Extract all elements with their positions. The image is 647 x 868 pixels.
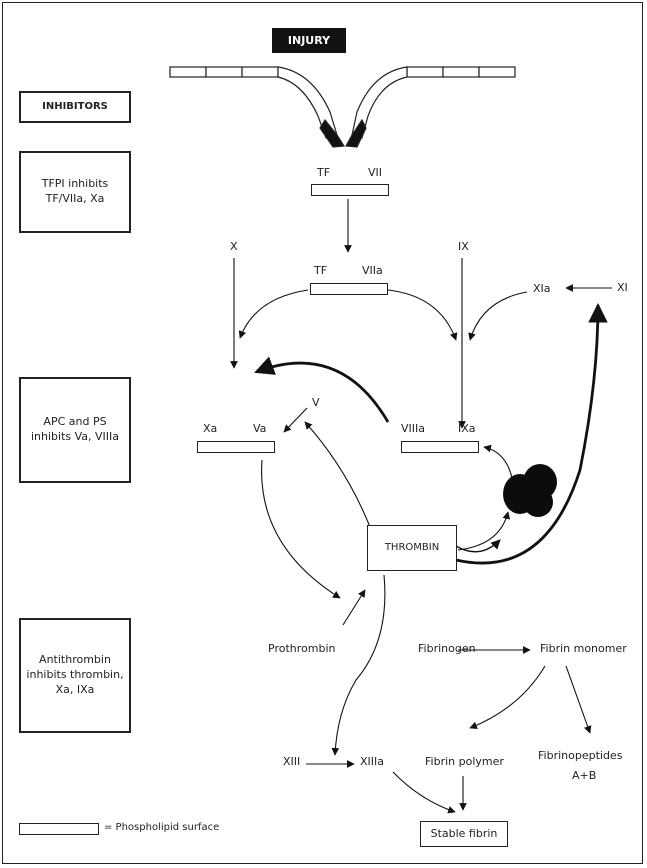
label-vii: VII bbox=[368, 166, 383, 179]
label-fibrin-monomer: Fibrin monomer bbox=[540, 642, 627, 655]
arrow-viia-to-ix-path bbox=[387, 289, 458, 341]
label-tf-2: TF bbox=[314, 264, 328, 277]
label-xi: XI bbox=[617, 281, 628, 294]
label-x: X bbox=[230, 240, 238, 253]
label-tf-1: TF bbox=[317, 166, 331, 179]
label-xiii: XIII bbox=[283, 755, 301, 768]
arrow-prothrombin-to-thrombin bbox=[342, 589, 366, 626]
arrow-xia-to-ix-path bbox=[468, 291, 528, 341]
label-fibrinogen: Fibrinogen bbox=[418, 642, 476, 655]
label-xa: Xa bbox=[203, 422, 218, 435]
label-v: V bbox=[312, 396, 320, 409]
label-prothrombin: Prothrombin bbox=[268, 642, 336, 655]
legend-membrane-swatch bbox=[19, 823, 99, 835]
arrow-thrombin-feedback-to-xi bbox=[455, 303, 608, 565]
stable-fibrin-box: Stable fibrin bbox=[420, 821, 508, 847]
injury-label: INJURY bbox=[272, 28, 346, 53]
label-ixa: IXa bbox=[458, 422, 476, 435]
label-fibrin-polymer: Fibrin polymer bbox=[425, 755, 504, 768]
tfpi-box: TFPI inhibits TF/VIIa, Xa bbox=[19, 151, 131, 233]
legend-text: = Phospholipid surface bbox=[104, 822, 220, 833]
label-fibrinopeptides-ab: A+B bbox=[572, 769, 597, 782]
antithrombin-box: Antithrombin inhibits thrombin, Xa, IXa bbox=[19, 618, 131, 733]
inhibitors-header: INHIBITORS bbox=[19, 91, 131, 123]
membrane-viiia-ixa bbox=[401, 441, 479, 453]
tfpi-line-1: TFPI inhibits bbox=[41, 177, 109, 191]
membrane-xa-va bbox=[197, 441, 275, 453]
apc-line-1: APC and PS bbox=[43, 415, 107, 429]
thrombin-box: THROMBIN bbox=[367, 525, 457, 571]
label-ix: IX bbox=[458, 240, 469, 253]
arrow-platelet-to-viiia bbox=[483, 444, 513, 479]
label-xia: XIa bbox=[533, 282, 551, 295]
arrow-thrombin-to-xiiia bbox=[331, 574, 386, 756]
arrow-thrombin-to-platelet bbox=[457, 511, 511, 551]
arrow-v-to-va bbox=[283, 407, 308, 433]
label-fibrinopeptides: Fibrinopeptides bbox=[538, 749, 623, 762]
arrow-monomer-to-polymer bbox=[469, 665, 546, 729]
arrow-xiiia-to-stable-fibrin bbox=[392, 771, 456, 814]
arrow-xa-to-prothrombin bbox=[261, 459, 341, 599]
platelet-icon bbox=[503, 464, 557, 517]
apc-box: APC and PS inhibits Va, VIIIa bbox=[19, 377, 131, 483]
arrow-thrombin-to-va bbox=[304, 421, 373, 533]
antithrombin-line-1: Antithrombin bbox=[39, 653, 111, 667]
membrane-tf-vii bbox=[311, 184, 389, 196]
label-viiia: VIIIa bbox=[401, 422, 425, 435]
label-va: Va bbox=[253, 422, 267, 435]
apc-line-2: inhibits Va, VIIIa bbox=[30, 430, 120, 443]
vessel-wall-right bbox=[345, 66, 516, 148]
label-xiiia: XIIIa bbox=[360, 755, 385, 768]
tfpi-line-2: TF/VIIa, Xa bbox=[45, 192, 105, 205]
arrow-viia-to-x-path bbox=[238, 289, 309, 339]
membrane-tf-viia bbox=[310, 283, 388, 295]
antithrombin-line-2: inhibits thrombin, bbox=[26, 668, 124, 682]
vessel-wall-left bbox=[169, 66, 346, 148]
arrow-monomer-to-fibrinopeptides bbox=[565, 665, 592, 734]
arrow-thrombin-platelet-thick bbox=[455, 539, 501, 553]
arrow-ixa-feedback-to-xa bbox=[254, 356, 390, 423]
antithrombin-line-3: Xa, IXa bbox=[55, 682, 95, 696]
label-viia: VIIa bbox=[362, 264, 383, 277]
